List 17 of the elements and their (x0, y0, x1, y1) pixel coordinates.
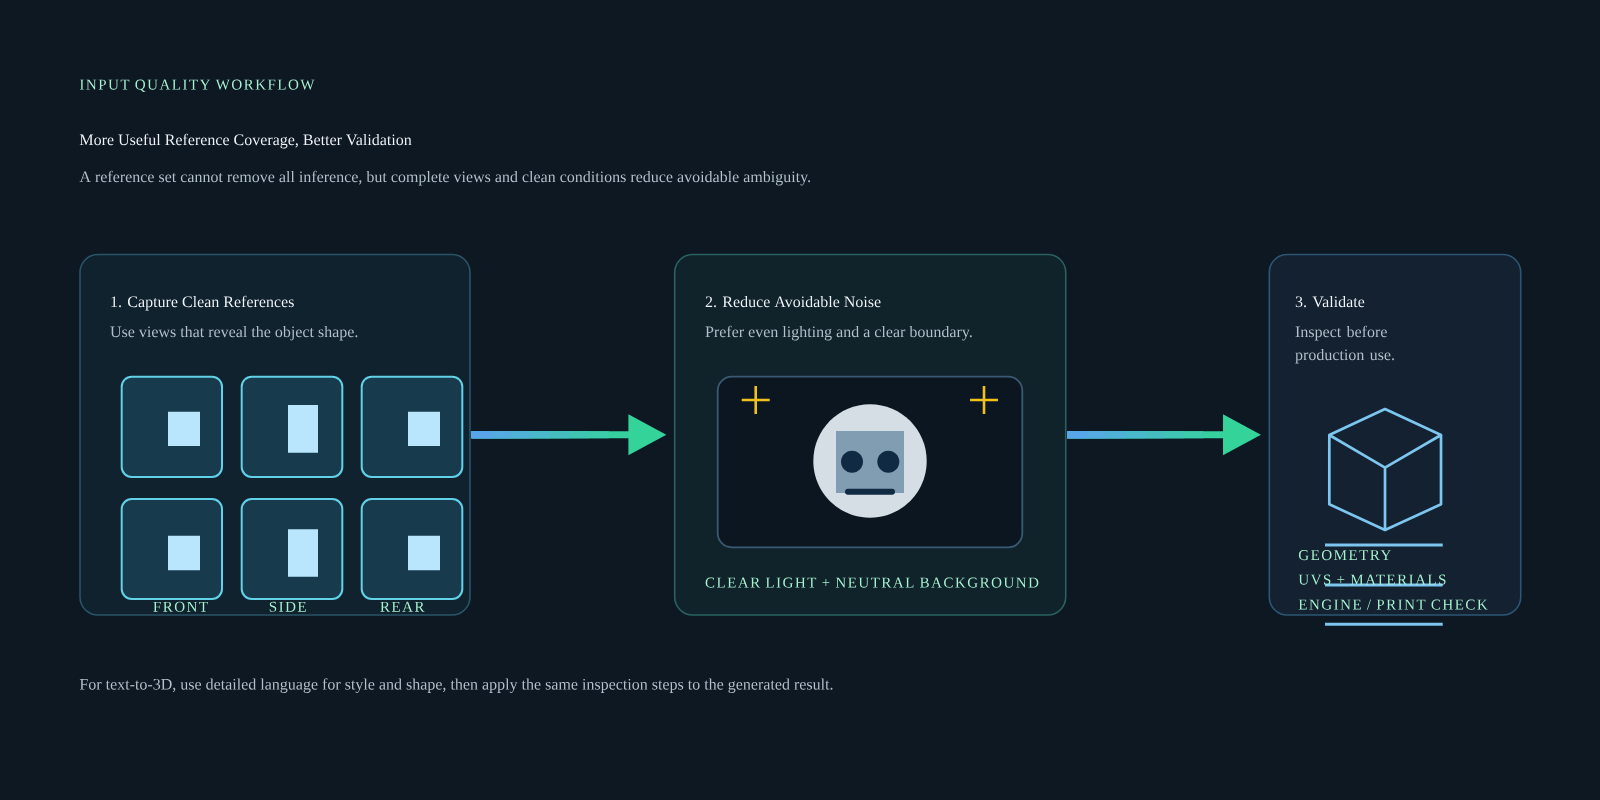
view-label: FRONT (153, 601, 208, 612)
footnote: For text-to-3D, use detailed language for style and shape, then apply the same inspection steps to the generated result. (79, 678, 833, 693)
panel-heading: 2. Reduce Avoidable Noise (705, 295, 881, 308)
panel-description: Inspect before production use. (1295, 325, 1394, 364)
panel-description: Use views that reveal the object shape. (110, 325, 358, 341)
heading: More Useful Reference Coverage, Better Validation (79, 133, 412, 149)
panel-heading: 3. Validate (1295, 295, 1365, 308)
subtitle: A reference set cannot remove all inference, but complete views and clean conditions reduce avoidable ambiguity. (79, 170, 811, 186)
check-item: UVS + MATERIALS (1298, 574, 1446, 585)
caption-label: CLEAR LIGHT + NEUTRAL BACKGROUND (705, 577, 1039, 588)
view-label: SIDE (269, 601, 306, 612)
panel-description: Prefer even lighting and a clear boundary. (705, 325, 972, 341)
panel-heading: 1. Capture Clean References (111, 295, 294, 311)
view-label: REAR (380, 601, 425, 612)
check-item: GEOMETRY (1298, 550, 1391, 561)
check-item: ENGINE / PRINT CHECK (1298, 599, 1488, 610)
eyebrow-label: INPUT QUALITY WORKFLOW (79, 79, 315, 92)
